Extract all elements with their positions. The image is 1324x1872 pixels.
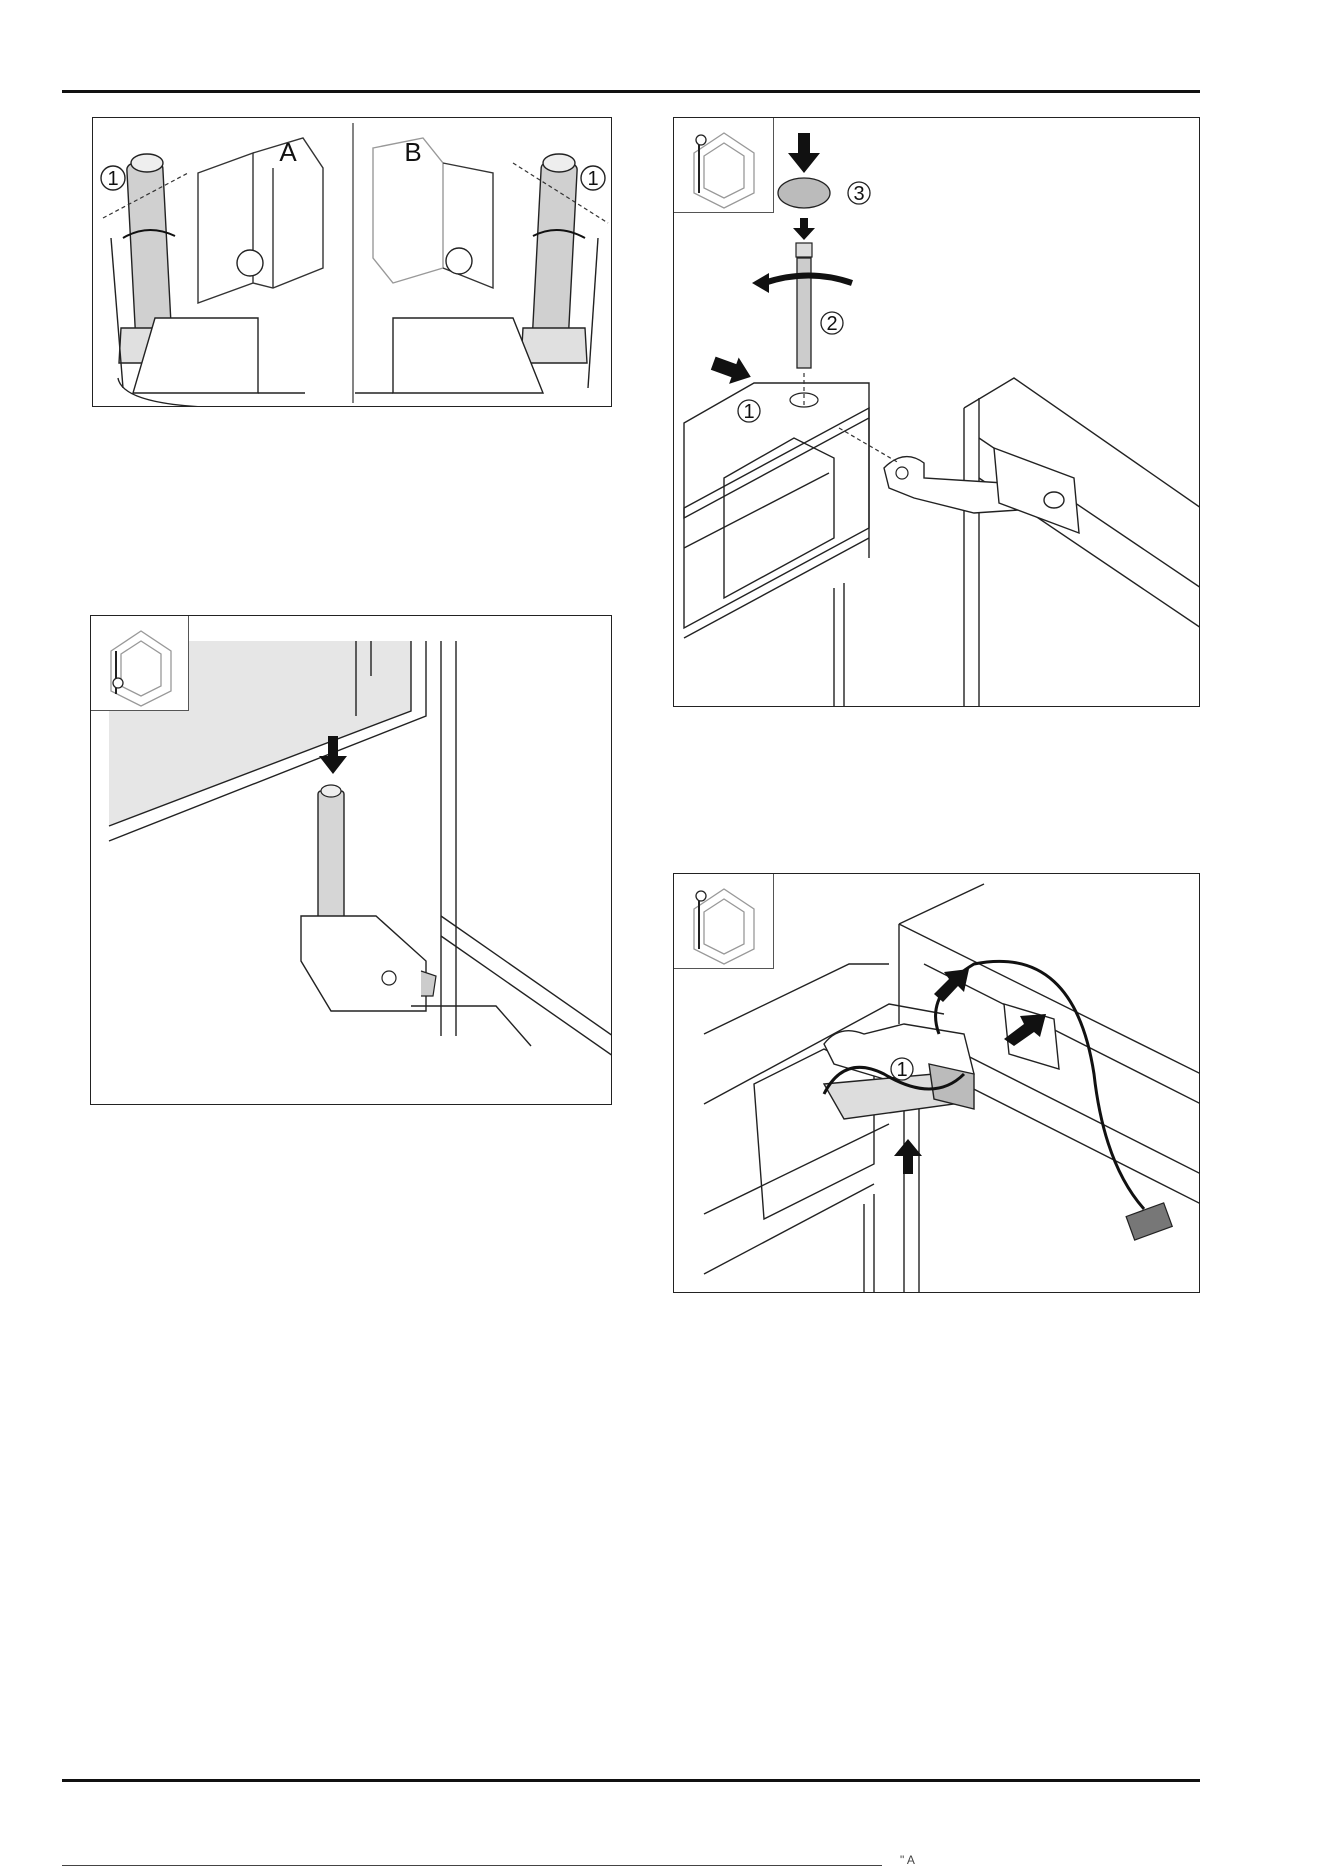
right-arrow-icon — [708, 350, 755, 390]
callout-3: 3 — [853, 183, 864, 205]
header-rule — [62, 90, 1200, 93]
footer-fragment: " A — [900, 1853, 915, 1867]
hinge-pins-illustration: 1 1 A B — [93, 118, 612, 407]
up-arrow-icon — [894, 1139, 922, 1174]
location-inset — [674, 874, 774, 969]
down-arrow-icon — [788, 133, 820, 173]
footer-rule — [62, 1779, 1200, 1782]
hinge-plate — [301, 916, 426, 1011]
footer-thin-rule — [62, 1865, 882, 1866]
down-arrow-small-icon — [793, 218, 815, 240]
callout-1-left: 1 — [107, 168, 118, 190]
figure-top-hinge-cap: 3 2 1 — [673, 117, 1200, 707]
cover-cap — [778, 178, 830, 208]
panel-label-a: A — [279, 137, 297, 167]
location-inset — [674, 118, 774, 213]
location-inset — [91, 616, 189, 711]
callout-1-right: 1 — [587, 168, 598, 190]
callout-1: 1 — [743, 401, 754, 423]
pin-right — [521, 154, 587, 363]
figure-pin-insert-bottom — [90, 615, 612, 1105]
panel-label-b: B — [404, 137, 421, 167]
up-right-arrow-icon — [934, 969, 969, 1002]
figure-hinge-cable: 1 — [673, 873, 1200, 1293]
hinge-pin — [318, 791, 344, 936]
callout-1: 1 — [896, 1059, 907, 1081]
fridge-a-outline — [198, 138, 323, 303]
figure-hinge-pins-ab: 1 1 A B — [92, 117, 612, 407]
callout-2: 2 — [826, 313, 837, 335]
cable-connector — [1126, 1203, 1172, 1240]
